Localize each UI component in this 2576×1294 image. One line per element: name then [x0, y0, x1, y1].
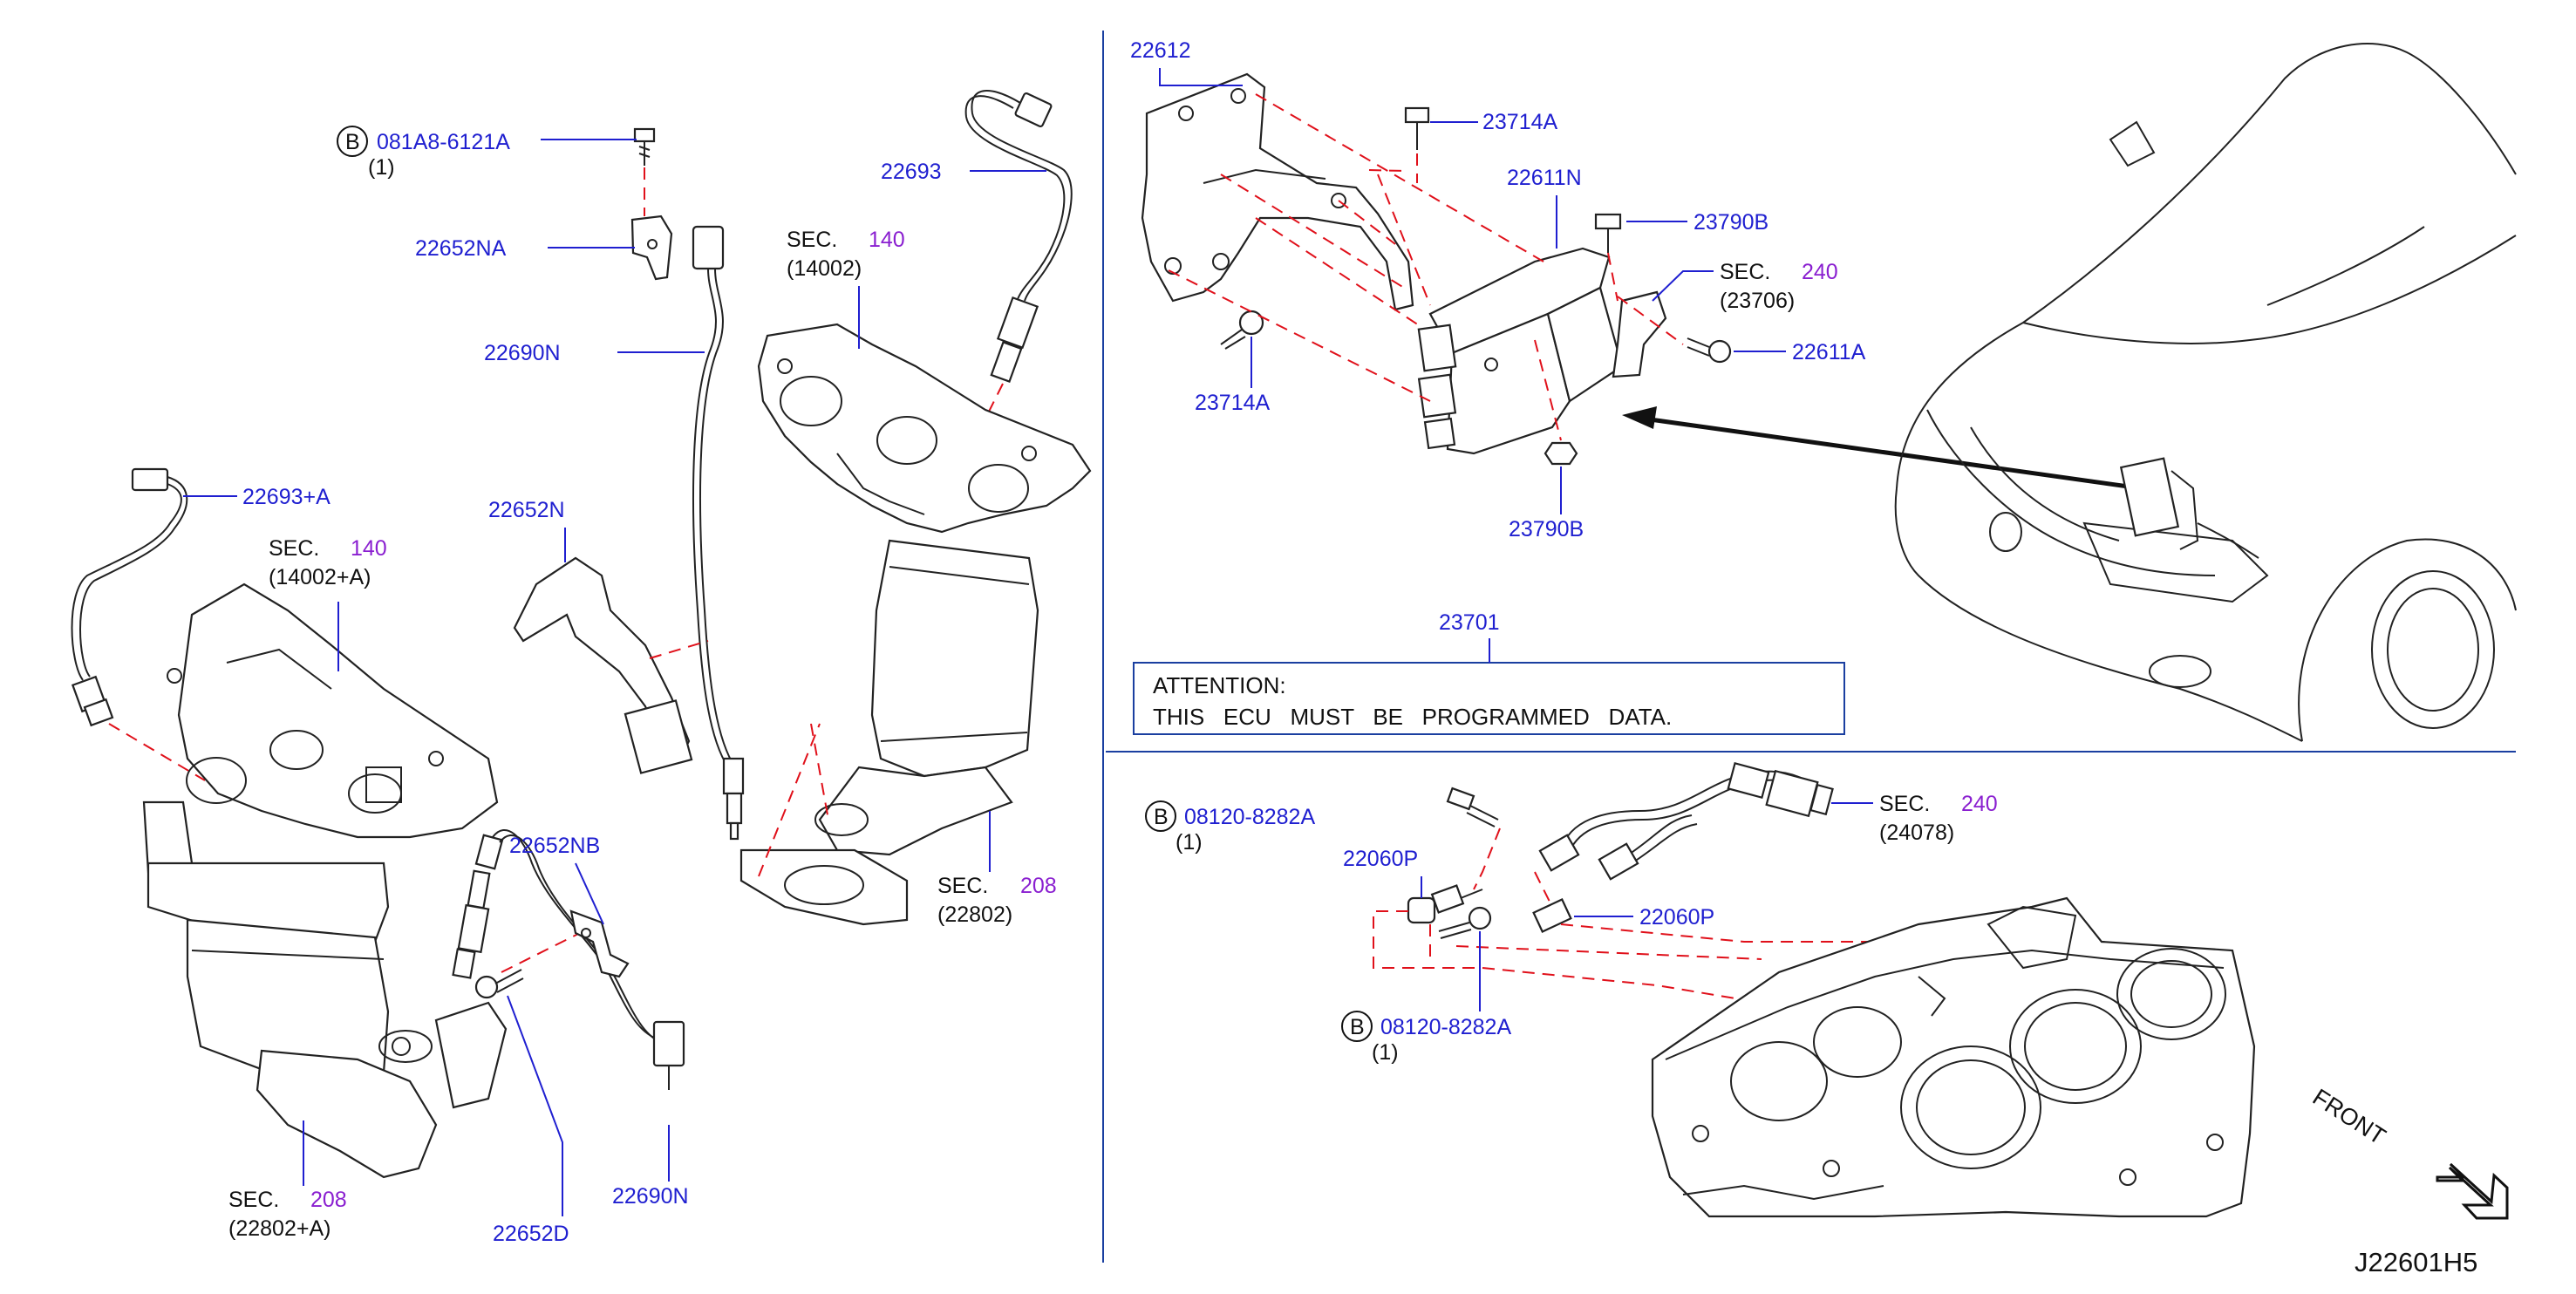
bolt-08120-8282A-bottom: [1438, 906, 1492, 939]
part-23714A-bottom: 23714A: [1195, 391, 1271, 415]
sec-label-140-right: SEC.: [787, 228, 837, 252]
bracket-22652NB: [569, 909, 630, 978]
bolt-22652D: [474, 969, 524, 999]
exhaust-manifold-left: [167, 582, 499, 839]
bolt-top-left: [633, 127, 656, 166]
bracket-22652N: [513, 556, 693, 774]
nut-23790B-bottom: [1544, 441, 1578, 466]
attention-heading: ATTENTION:: [1153, 672, 1286, 698]
bolt-23790B-top: [1594, 213, 1622, 253]
sec-ref-14002: (14002): [787, 256, 862, 281]
bolt-23714A-top: [1404, 106, 1430, 150]
part-22693-A: 22693+A: [242, 485, 331, 509]
bolt-23714A-bottom: [1220, 310, 1264, 350]
part-22611N: 22611N: [1507, 166, 1582, 190]
catalytic-converter-left: [142, 800, 508, 1179]
bolt-08120-8282A-top: [1446, 787, 1499, 827]
part-08120-8282A-top: 08120-8282A: [1184, 805, 1315, 829]
part-22060P-left: 22060P: [1343, 847, 1418, 871]
air-fuel-sensor-upper: [964, 90, 1073, 383]
circle-b-marker-top: [1145, 800, 1176, 832]
part-23790B-top: 23790B: [1693, 210, 1768, 235]
sec-number-240-bottom: 240: [1961, 792, 1998, 816]
front-arrow: [2436, 1162, 2509, 1220]
sec-label-240-top: SEC.: [1720, 260, 1770, 284]
left-panel-labels: B 081A8-6121A (1) 22652NA 22690N 22693 S…: [183, 126, 1057, 1246]
part-23714A-top: 23714A: [1482, 110, 1558, 134]
part-08120-8282A-bottom: 08120-8282A: [1380, 1015, 1511, 1039]
sec-label-208-right: SEC.: [937, 874, 988, 898]
left-panel-drawings: [71, 90, 1092, 1179]
part-22690N-bottom: 22690N: [612, 1184, 689, 1209]
front-label: FRONT: [2308, 1084, 2390, 1150]
knock-sensor-right: [1532, 898, 1572, 933]
sec-number-240-top: 240: [1802, 260, 1838, 284]
part-22652N: 22652N: [488, 498, 565, 522]
top-right-panel-drawings: [1133, 43, 2517, 742]
exhaust-manifold-right: [757, 323, 1092, 534]
sec-number-208-right: 208: [1020, 874, 1057, 898]
qty-08120-8282A-top: (1): [1176, 830, 1203, 855]
part-22693: 22693: [881, 160, 942, 184]
vehicle-illustration: [1894, 43, 2517, 742]
sec-label-208-left: SEC.: [228, 1188, 279, 1212]
top-right-panel-labels: 22612 23714A 22611N 23790B SEC. 240 (237…: [1130, 38, 1866, 730]
part-22690N-top: 22690N: [484, 341, 561, 365]
sensor-harness: [1538, 761, 1834, 881]
part-23701: 23701: [1439, 610, 1500, 635]
circle-b-letter-top: B: [1154, 805, 1169, 829]
part-081A8-6121A: 081A8-6121A: [377, 130, 510, 154]
part-22652D: 22652D: [493, 1222, 569, 1246]
circle-b-marker: [337, 126, 368, 157]
engine-block: [1651, 896, 2256, 1218]
part-22652NA: 22652NA: [415, 236, 507, 261]
qty-08120-8282A-bottom: (1): [1372, 1040, 1399, 1065]
sec-ref-24078: (24078): [1879, 821, 1954, 845]
oxygen-sensor-upper: [692, 225, 745, 841]
sec-ref-22802: (22802): [937, 902, 1012, 927]
sec-number-140-right: 140: [869, 228, 905, 252]
circle-b-letter: B: [345, 130, 360, 154]
circle-b-marker-bottom: [1341, 1011, 1373, 1042]
sec-ref-22802-A: (22802+A): [228, 1216, 331, 1241]
part-22611A: 22611A: [1792, 340, 1866, 364]
sec-label-140-left: SEC.: [269, 536, 319, 561]
ecu-22611N: [1417, 247, 1624, 455]
sec-number-140-left: 140: [351, 536, 387, 561]
sec-ref-23706: (23706): [1720, 289, 1795, 313]
part-22612: 22612: [1130, 38, 1191, 63]
sec-number-208-left: 208: [310, 1188, 347, 1212]
bolt-22611A: [1687, 337, 1732, 364]
part-22652NB: 22652NB: [509, 834, 600, 858]
diagram-code: J22601H5: [2355, 1247, 2477, 1277]
attention-message: THIS ECU MUST BE PROGRAMMED DATA.: [1153, 704, 1672, 730]
circle-b-letter-bottom: B: [1350, 1015, 1365, 1039]
qty-081A8-6121A: (1): [368, 155, 395, 180]
part-22060P-right: 22060P: [1639, 905, 1714, 930]
catalytic-converter-right: [739, 539, 1039, 926]
part-23790B-bottom: 23790B: [1509, 517, 1584, 541]
sec-ref-14002-A: (14002+A): [269, 565, 371, 589]
air-fuel-sensor-left: [71, 467, 188, 727]
bottom-right-panel-drawings: [1373, 761, 2509, 1220]
attention-box: [1133, 662, 1845, 735]
bracket-23706: [1612, 290, 1667, 378]
sec-label-240-bottom: SEC.: [1879, 792, 1930, 816]
